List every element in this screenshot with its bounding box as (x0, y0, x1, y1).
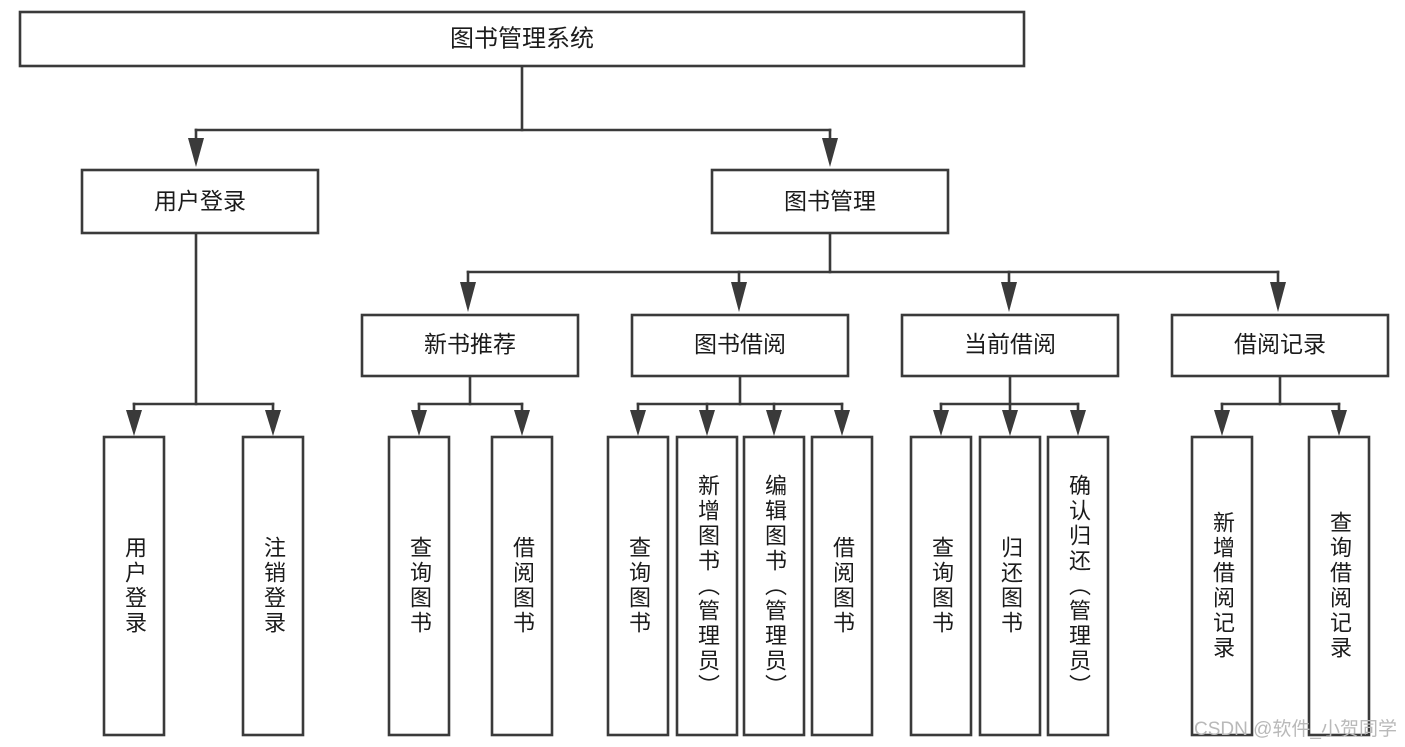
node-box-book-manage[interactable] (710, 168, 950, 235)
arrow-to-leaf-cb-query (933, 410, 949, 436)
leaf-box-bb-edit[interactable] (742, 435, 806, 737)
node-box-book-borrow[interactable] (630, 313, 850, 378)
leaf-box-user-logout[interactable] (241, 435, 305, 737)
arrow-to-leaf-newbook-query (411, 410, 427, 436)
arrow-to-leaf-cb-confirm (1070, 410, 1086, 436)
node-label-borrow-record: 借阅记录 (1234, 331, 1326, 357)
connectors-new-book-leaves (411, 374, 530, 436)
leaf-box-bb-add[interactable] (675, 435, 739, 737)
node-box-current-borrow[interactable] (900, 313, 1120, 378)
node-label-book-borrow: 图书借阅 (694, 331, 786, 357)
node-box-root[interactable] (18, 10, 1026, 68)
leaf-box-newbook-borrow[interactable] (490, 435, 554, 737)
leaf-box-cb-confirm[interactable] (1046, 435, 1110, 737)
arrow-to-leaf-br-add (1214, 410, 1230, 436)
leaf-box-bb-query[interactable] (606, 435, 670, 737)
node-label-root: 图书管理系统 (450, 25, 594, 52)
leaf-box-bb-borrow[interactable] (810, 435, 874, 737)
arrow-to-leaf-bb-borrow (834, 410, 850, 436)
leaf-box-newbook-query[interactable] (387, 435, 451, 737)
connectors-book-borrow-leaves (630, 374, 850, 436)
connectors-current-borrow-leaves (933, 374, 1086, 436)
connectors-book-manage-to-level3 (460, 231, 1286, 312)
arrow-to-current-borrow (1001, 282, 1017, 312)
node-box-new-book[interactable] (360, 313, 580, 378)
leaf-box-br-query[interactable] (1307, 435, 1371, 737)
arrow-to-new-book (460, 282, 476, 312)
leaf-box-cb-return[interactable] (978, 435, 1042, 737)
node-label-user-login: 用户登录 (154, 188, 246, 214)
connectors-borrow-record-leaves (1214, 374, 1347, 436)
arrow-to-leaf-user-login (126, 410, 142, 436)
arrow-to-leaf-newbook-borrow (514, 410, 530, 436)
arrow-to-leaf-br-query (1331, 410, 1347, 436)
node-label-new-book: 新书推荐 (424, 331, 516, 357)
leaf-box-user-login[interactable] (102, 435, 166, 737)
node-box-user-login[interactable] (80, 168, 320, 235)
arrow-to-borrow-record (1270, 282, 1286, 312)
arrow-to-leaf-bb-add (699, 410, 715, 436)
connectors-root-to-level2 (188, 64, 838, 167)
node-box-borrow-record[interactable] (1170, 313, 1390, 378)
arrow-to-leaf-bb-query (630, 410, 646, 436)
arrow-to-book-manage (822, 138, 838, 167)
node-label-book-manage: 图书管理 (784, 188, 876, 214)
leaf-box-br-add[interactable] (1190, 435, 1254, 737)
leaf-box-cb-query[interactable] (909, 435, 973, 737)
arrow-to-leaf-bb-edit (766, 410, 782, 436)
connectors-user-login-leaves (126, 231, 281, 436)
arrow-to-leaf-user-logout (265, 410, 281, 436)
arrow-to-book-borrow (731, 282, 747, 312)
node-label-current-borrow: 当前借阅 (964, 331, 1056, 357)
csdn-watermark: CSDN @软件_小贺同学 (1194, 719, 1397, 740)
arrow-to-leaf-cb-return (1002, 410, 1018, 436)
arrow-to-user-login (188, 138, 204, 167)
